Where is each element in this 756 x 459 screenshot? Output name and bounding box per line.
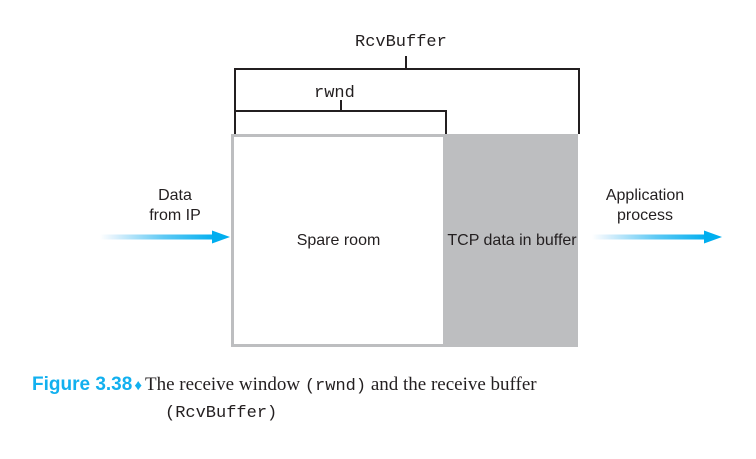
rwnd-bracket-right [445,110,447,134]
application-process-label: Application process [605,187,685,224]
rcvbuffer-bracket-top [234,68,580,70]
tcp-data-region: TCP data in buffer [446,134,578,347]
caption-code-rwnd: (rwnd) [304,377,367,396]
figure-caption: Figure 3.38♦The receive window (rwnd) an… [32,371,732,423]
rcvbuffer-bracket-right [578,68,580,134]
rwnd-bracket-left [234,110,236,134]
receive-buffer-box: Spare room TCP data in buffer [231,134,578,347]
rcvbuffer-tick [405,56,407,68]
data-from-ip-label: Data from IP [149,187,201,224]
caption-text-part1: The receive window [144,374,305,395]
rcvbuffer-label: RcvBuffer [355,33,447,52]
caption-line-1: Figure 3.38♦The receive window (rwnd) an… [32,371,732,400]
tcp-data-label: TCP data in buffer [447,231,577,249]
application-process-arrow [592,227,722,247]
data-from-ip-arrow [100,227,230,247]
caption-line-2: (RcvBuffer) [32,404,732,423]
spare-room-region: Spare room [231,134,446,347]
rcvbuffer-bracket-left [234,68,236,134]
diamond-icon: ♦ [134,377,142,394]
figure-number: Figure 3.38 [32,374,133,395]
rwnd-tick [340,100,342,111]
rwnd-bracket-top [234,110,447,112]
caption-text-part2: and the receive buffer [366,374,537,395]
spare-room-label: Spare room [296,231,381,249]
rwnd-label: rwnd [314,84,355,103]
caption-code-rcvbuffer: (RcvBuffer) [165,404,278,423]
